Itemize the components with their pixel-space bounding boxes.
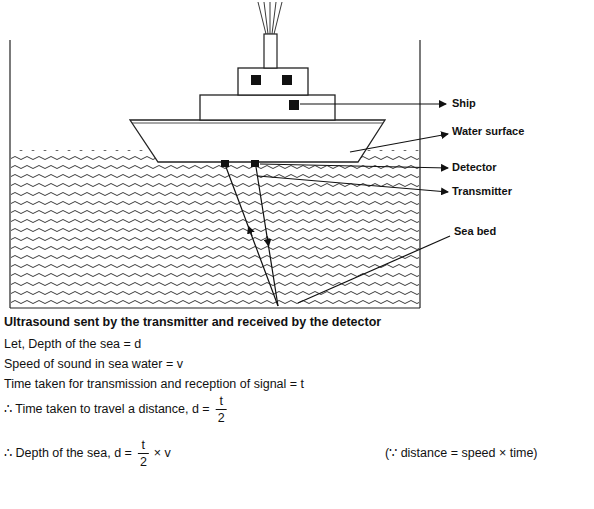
part-label: Ship bbox=[452, 97, 476, 110]
fraction-bar bbox=[216, 409, 227, 410]
note-text: (∵ distance = speed × time) bbox=[385, 446, 538, 461]
ultrasound-path bbox=[226, 167, 278, 306]
leader-lines bbox=[258, 104, 450, 303]
ship-bridge bbox=[238, 68, 308, 95]
equation-line: Speed of sound in sea water = v bbox=[4, 357, 183, 372]
figure-caption: Ultrasound sent by the transmitter and r… bbox=[4, 315, 381, 330]
equation-line: Let, Depth of the sea = d bbox=[4, 337, 141, 352]
fraction-denominator: 2 bbox=[140, 455, 147, 470]
ship-windows bbox=[251, 75, 299, 110]
sea-water bbox=[11, 150, 419, 307]
fraction-numerator: t bbox=[219, 394, 222, 409]
ship-mast bbox=[264, 34, 277, 68]
transmitter-symbol bbox=[251, 160, 259, 167]
part-label: Detector bbox=[452, 161, 497, 174]
part-label: Sea bed bbox=[454, 225, 496, 238]
tank-outline bbox=[10, 40, 420, 308]
mast-wires bbox=[258, 2, 282, 34]
ship-hull bbox=[130, 120, 385, 162]
fraction-numerator: t bbox=[142, 438, 145, 453]
equation-line: × v bbox=[154, 446, 171, 461]
equation-line: ∴ Time taken to travel a distance, d = bbox=[4, 402, 210, 417]
part-label: Water surface bbox=[452, 125, 524, 138]
detector-symbol bbox=[221, 160, 229, 167]
equation-line: ∴ Depth of the sea, d = bbox=[4, 446, 132, 461]
fraction-denominator: 2 bbox=[218, 411, 225, 426]
equation-line: Time taken for transmission and receptio… bbox=[4, 377, 304, 392]
ship-cabin bbox=[200, 95, 335, 120]
part-label: Transmitter bbox=[452, 185, 512, 198]
fraction-bar bbox=[138, 453, 149, 454]
